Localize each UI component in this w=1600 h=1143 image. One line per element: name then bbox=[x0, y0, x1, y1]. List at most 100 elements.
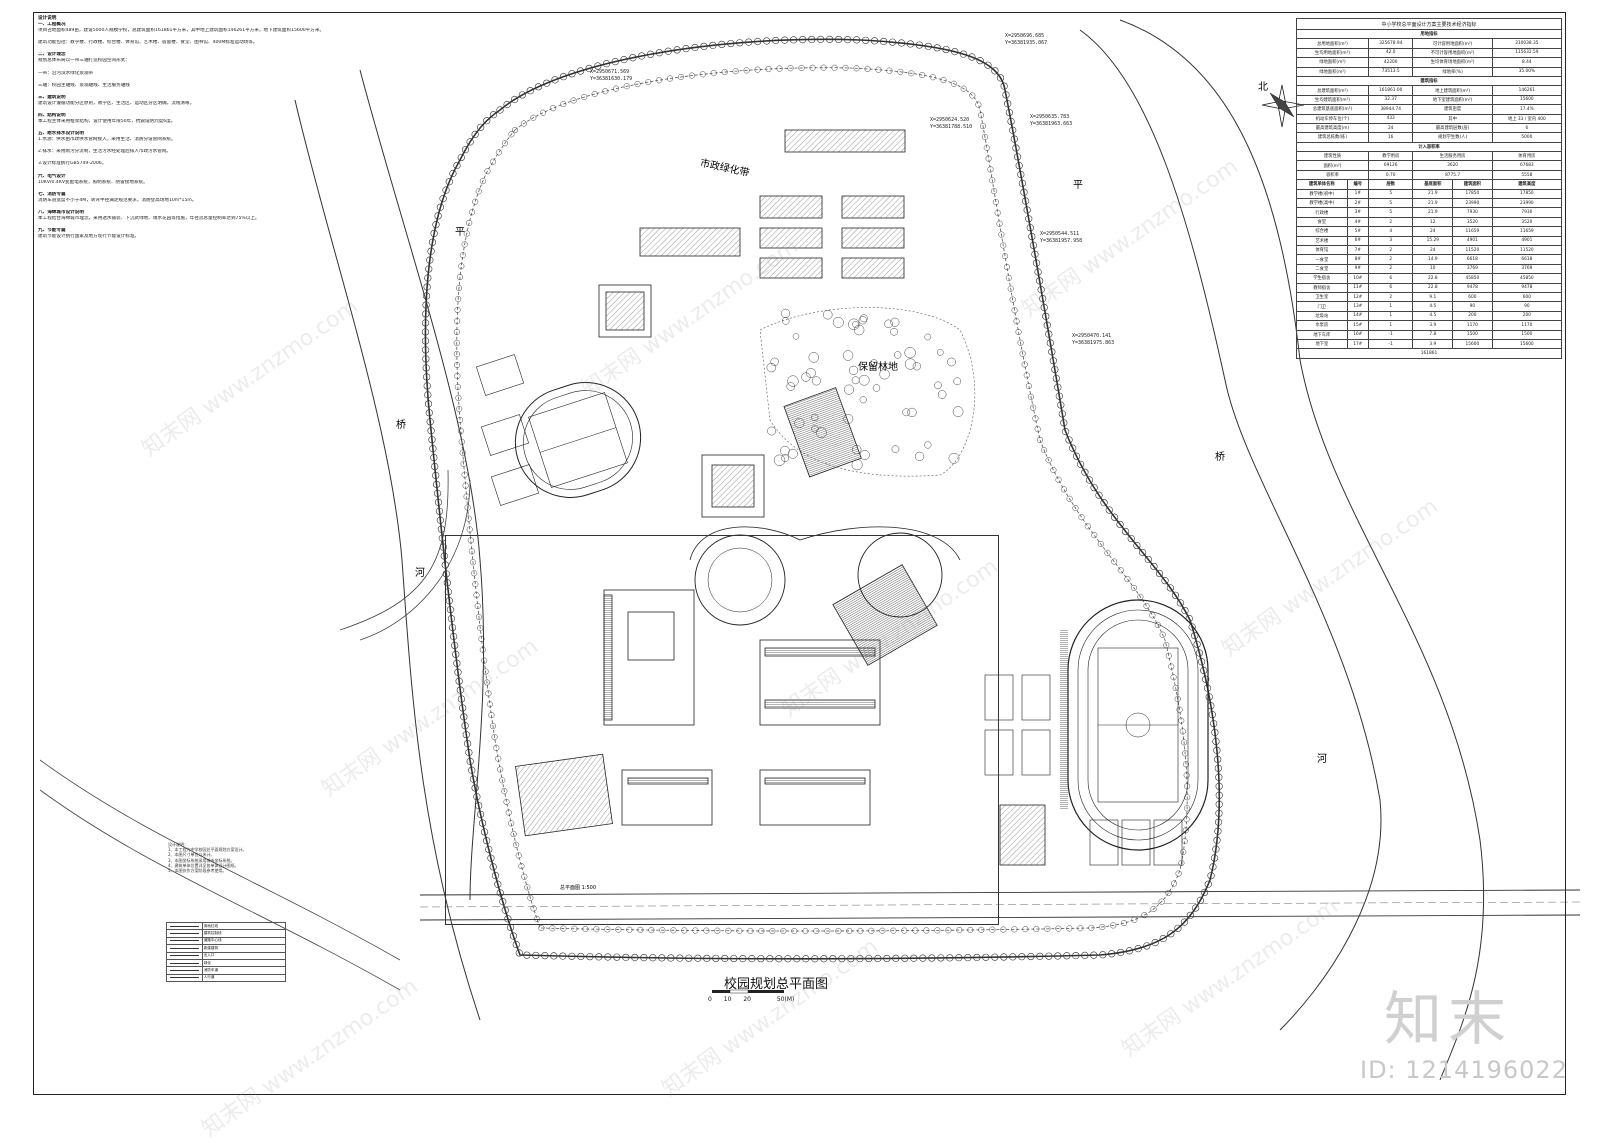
table-cell: 210038.35 bbox=[1491, 38, 1563, 49]
tree-symbol bbox=[512, 940, 520, 949]
tree-symbol bbox=[1150, 562, 1158, 571]
tree-symbol bbox=[437, 525, 445, 533]
tree-symbol bbox=[919, 954, 927, 962]
tree-symbol bbox=[493, 744, 500, 751]
tree-symbol bbox=[923, 927, 930, 934]
legend-row: 新建建筑 bbox=[166, 944, 287, 953]
tree-symbol bbox=[964, 953, 972, 962]
tree-symbol bbox=[534, 83, 543, 91]
table-cell: 200 bbox=[1491, 310, 1563, 322]
tree-symbol bbox=[829, 955, 837, 963]
table-cell: 水泵房 bbox=[1296, 320, 1348, 331]
tree-symbol bbox=[1176, 706, 1183, 713]
tree-symbol bbox=[791, 927, 798, 935]
tree-symbol bbox=[1055, 925, 1062, 932]
tree-symbol bbox=[879, 37, 888, 46]
notes-line: 四、结构说明 bbox=[38, 112, 66, 118]
tree-symbol bbox=[951, 48, 959, 56]
tree-symbol bbox=[1121, 527, 1130, 536]
table-cell: 地下室 bbox=[1296, 338, 1348, 350]
tree-symbol bbox=[576, 67, 585, 75]
table-cell: 16# bbox=[1346, 329, 1369, 340]
tree-symbol bbox=[934, 381, 942, 390]
tree-symbol bbox=[725, 927, 732, 934]
tree-symbol bbox=[946, 954, 954, 962]
tree-symbol bbox=[820, 64, 827, 71]
coord-1y: Y=36381630.179 bbox=[590, 76, 632, 82]
tree-symbol bbox=[1097, 540, 1104, 548]
river-right-bank-1 bbox=[1079, 29, 1382, 1031]
tree-symbol bbox=[853, 36, 861, 44]
tree-symbol bbox=[929, 74, 936, 81]
table-cell: 不可计容用地面积(m²) bbox=[1412, 47, 1493, 59]
table-cell: 规划学生数(人) bbox=[1412, 132, 1493, 143]
tree-symbol bbox=[1134, 945, 1142, 953]
gym-south bbox=[999, 804, 1046, 866]
tree-symbol bbox=[484, 168, 491, 175]
tree-symbol bbox=[1215, 782, 1223, 790]
tree-symbol bbox=[851, 376, 860, 385]
tree-symbol bbox=[422, 346, 430, 354]
tree-symbol bbox=[906, 40, 915, 48]
tree-symbol bbox=[1178, 859, 1185, 866]
tree-symbol bbox=[853, 324, 865, 336]
tree-symbol bbox=[1050, 466, 1057, 474]
tree-symbol bbox=[924, 441, 932, 449]
tree-symbol bbox=[501, 788, 508, 795]
table-row: 用地指标 bbox=[1296, 28, 1562, 40]
south-street-2 bbox=[419, 914, 1581, 921]
tree-symbol bbox=[1046, 339, 1054, 347]
tree-symbol bbox=[987, 166, 994, 173]
north-label: 北 bbox=[1258, 81, 1268, 93]
north-buildings bbox=[598, 129, 906, 518]
table-cell: 600 bbox=[1491, 291, 1563, 303]
table-cell: 2# bbox=[1346, 198, 1369, 209]
tree-symbol bbox=[457, 427, 464, 434]
tree-symbol bbox=[826, 35, 834, 43]
tree-symbol bbox=[423, 373, 431, 381]
tree-symbol bbox=[996, 74, 1005, 82]
tree-symbol bbox=[604, 953, 612, 961]
tree-symbol bbox=[959, 50, 968, 58]
table-cell: 2 bbox=[1367, 254, 1414, 265]
legend-table: 用地红线建筑控制线道路中心线新建建筑出入口绿化消防车道人行道 bbox=[166, 921, 287, 983]
tree-symbol bbox=[486, 701, 493, 708]
canteen-south bbox=[515, 753, 613, 837]
tree-symbol bbox=[666, 75, 674, 82]
tree-symbol bbox=[1099, 923, 1106, 931]
legend-swatch bbox=[166, 921, 203, 931]
tree-symbol bbox=[754, 66, 761, 73]
tree-symbol bbox=[494, 880, 502, 888]
tree-symbol bbox=[452, 650, 460, 658]
table-row: 161861 bbox=[1296, 348, 1562, 359]
tree-symbol bbox=[808, 35, 816, 44]
legend-label: 人行道 bbox=[201, 973, 287, 983]
table-cell: 3.9 bbox=[1412, 320, 1454, 331]
design-notes: 设计说明 一、工程概况项目占地面积489亩，建设5000人规模学校，总建筑面积1… bbox=[38, 16, 448, 246]
notes-heading: 设计说明 bbox=[38, 16, 57, 21]
tree-symbol bbox=[1011, 926, 1018, 933]
tree-symbol bbox=[805, 368, 816, 378]
table-cell: 建筑密度 bbox=[1412, 104, 1493, 115]
tree-symbol bbox=[811, 413, 819, 422]
tree-symbol bbox=[1180, 849, 1187, 856]
table-cell: 4 bbox=[1367, 226, 1414, 237]
tree-symbol bbox=[945, 927, 952, 934]
tree-symbol bbox=[924, 42, 932, 50]
tree-symbol bbox=[424, 391, 432, 399]
tree-symbol bbox=[467, 537, 474, 544]
tree-symbol bbox=[449, 169, 457, 178]
scale-tick-2: 20 bbox=[743, 996, 751, 1003]
tree-symbol bbox=[457, 153, 465, 162]
notes-line: 三、建筑说明 bbox=[38, 94, 66, 100]
tree-symbol bbox=[808, 352, 819, 363]
tree-symbol bbox=[856, 955, 864, 963]
table-cell: 11# bbox=[1346, 282, 1369, 293]
notes-line: 本工程主体采用框架结构，设计使用年限50年，抗震设防烈度6度。 bbox=[38, 119, 176, 125]
tree-symbol bbox=[1032, 259, 1041, 267]
table-cell: 22.8 bbox=[1412, 273, 1454, 284]
